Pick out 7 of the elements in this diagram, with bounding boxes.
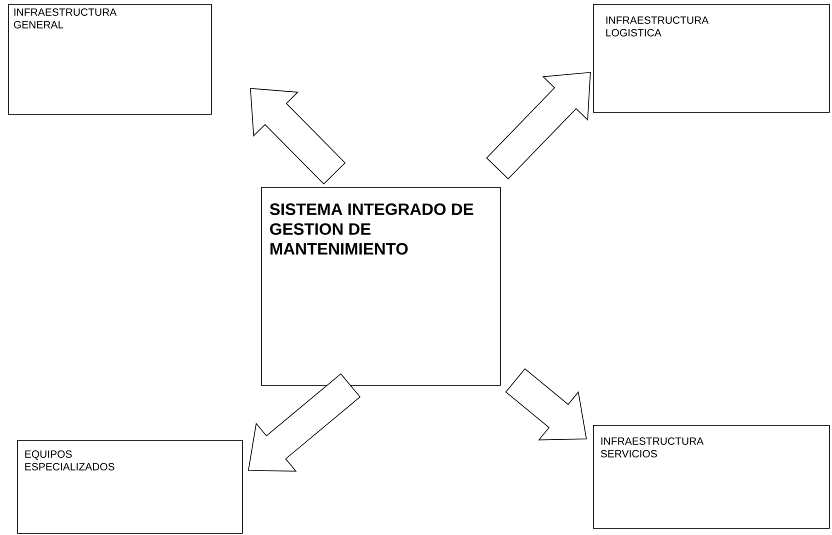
text-box: EQUIPOS ESPECIALIZADOS: [17, 440, 243, 534]
text-box: INFRAESTRUCTURA SERVICIOS: [593, 425, 830, 529]
text-box: INFRAESTRUCTURA GENERAL: [8, 4, 212, 115]
block-arrow: [505, 368, 587, 440]
text-box: INFRAESTRUCTURA LOGISTICA: [593, 4, 830, 113]
block-arrow: [486, 72, 591, 180]
text-box: SISTEMA INTEGRADO DE GESTION DE MANTENIMIENTO: [261, 187, 501, 386]
